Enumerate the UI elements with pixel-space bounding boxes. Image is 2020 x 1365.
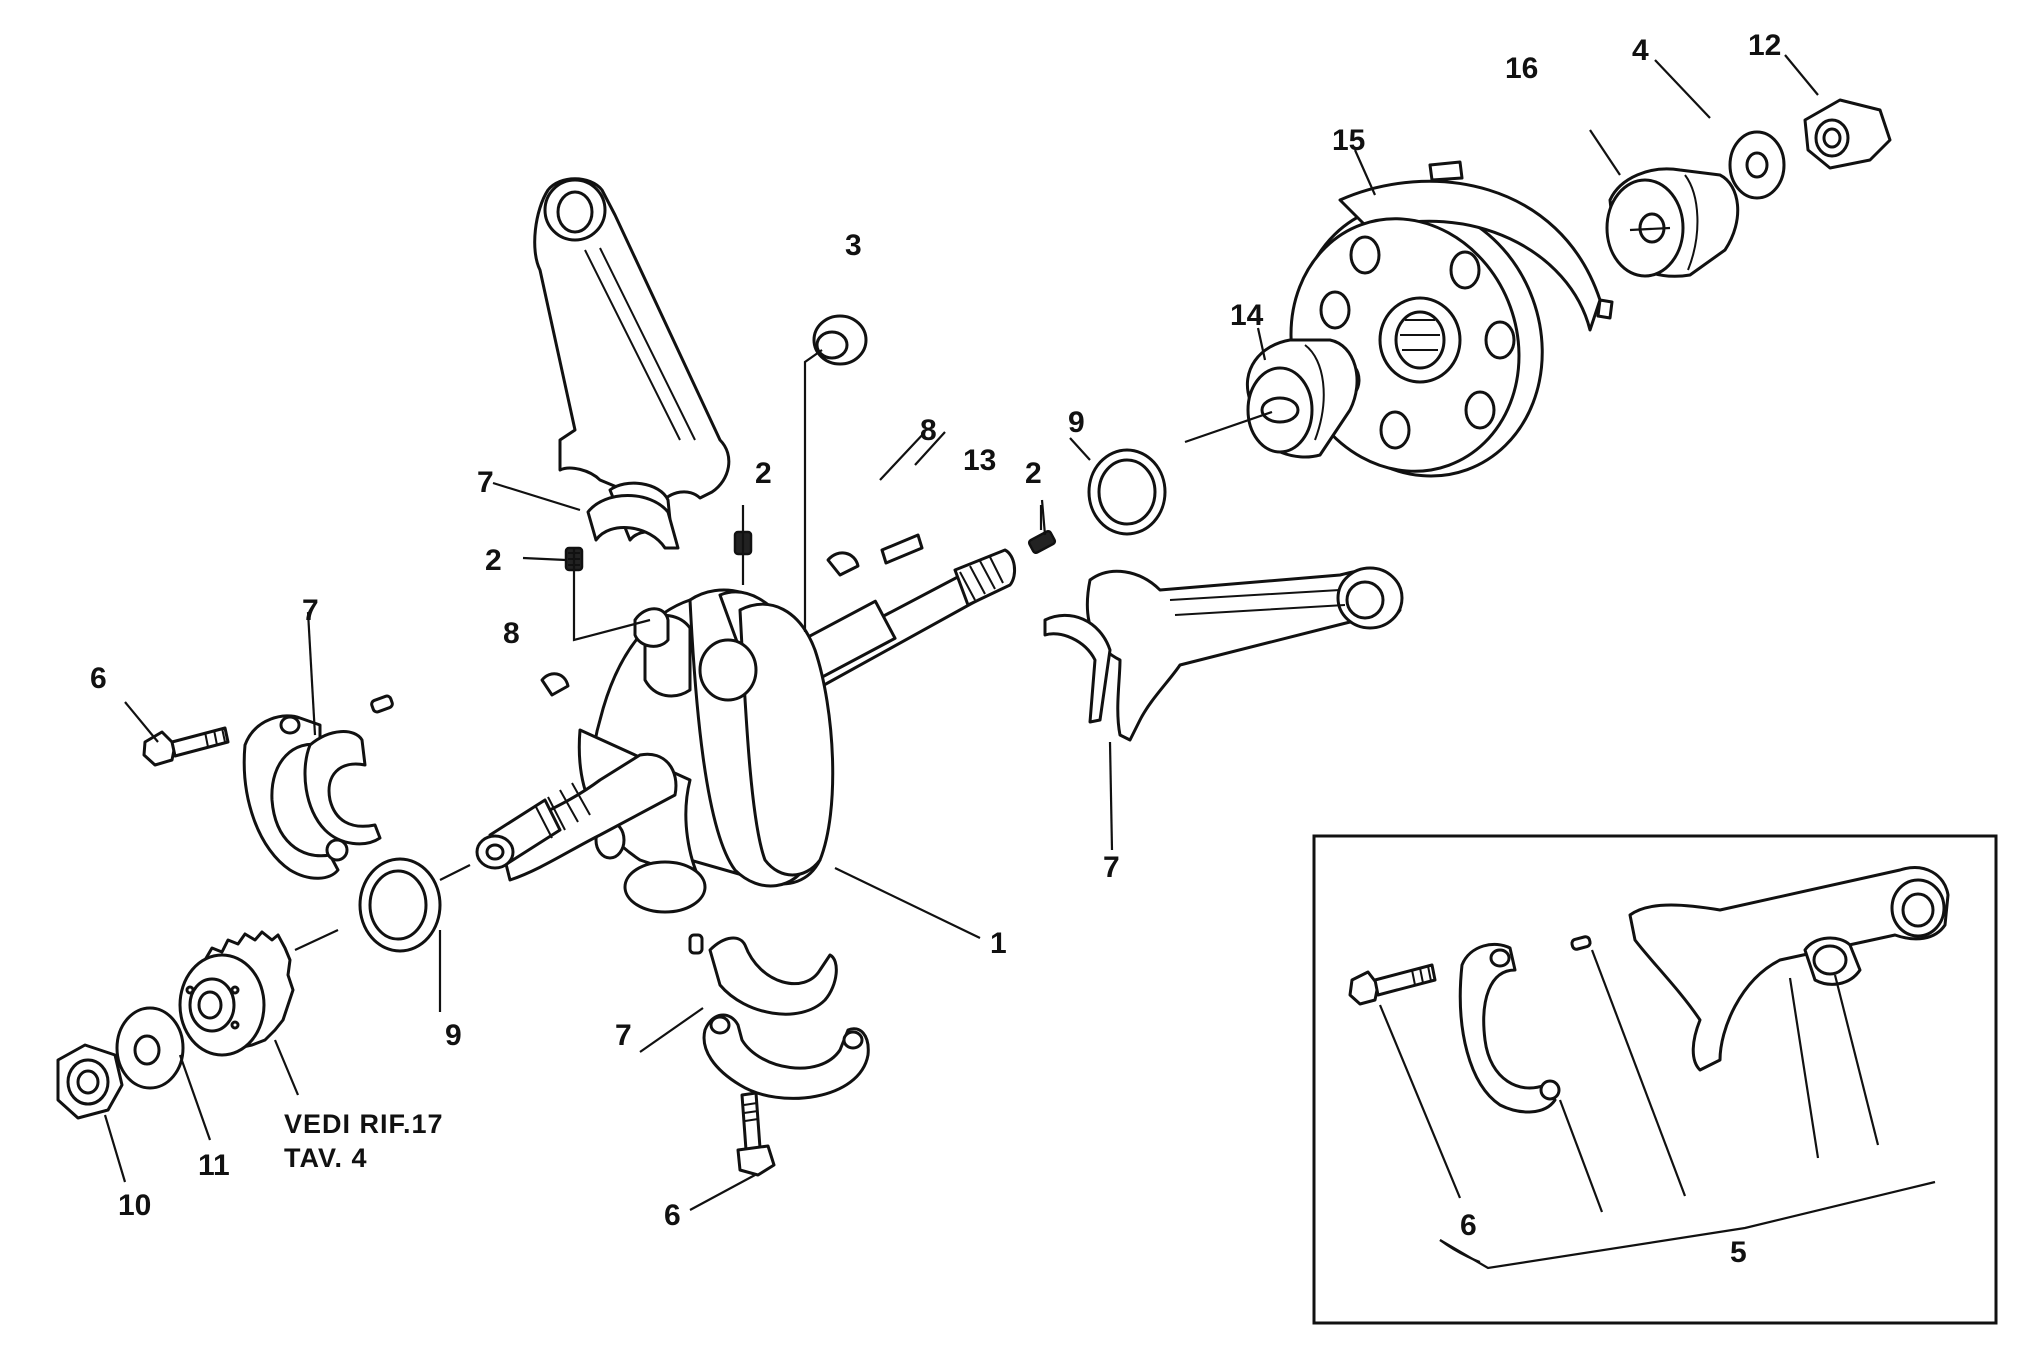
nut-12: [1803, 98, 1892, 170]
callout-7-bottom: 7: [615, 1019, 632, 1052]
callout-8-left: 8: [503, 617, 520, 650]
callout-10: 10: [118, 1189, 151, 1222]
callout-2-center: 2: [755, 457, 772, 490]
hub-14: [1245, 338, 1359, 459]
key-8b: [540, 672, 570, 697]
callout-14: 14: [1230, 299, 1264, 332]
callout-12: 12: [1748, 29, 1781, 62]
callout-7-left: 7: [302, 594, 319, 627]
detail-inset: [1312, 834, 1998, 1325]
callout-2-left: 2: [485, 544, 502, 577]
callout-5: 5: [1730, 1236, 1747, 1269]
callout-2-right: 2: [1025, 457, 1042, 490]
leader-lines: [103, 54, 1819, 1211]
note-line-2: TAV. 4: [284, 1143, 368, 1173]
crankshaft: [475, 548, 1017, 914]
plug-screw-2c: [1027, 529, 1057, 555]
bearing-shell-upper: [586, 494, 680, 550]
bearing-shell-left: [303, 730, 382, 846]
reference-note: VEDI RIF.17 TAV. 4: [284, 1109, 444, 1173]
plug-3: [812, 314, 868, 366]
callout-7-top: 7: [477, 466, 494, 499]
callout-numbers: 1 2 2 2 3 4 5 6 6 6 7 7 7 7 8 8 9 9 10 1…: [90, 29, 1781, 1269]
callout-3: 3: [845, 229, 862, 262]
callout-6-left: 6: [90, 662, 107, 695]
thrust-washer-left: [358, 857, 442, 953]
callout-9-left: 9: [445, 1019, 462, 1052]
bearing-shell-right: [1043, 614, 1112, 724]
connecting-rod-right: [1085, 566, 1404, 742]
bearing-cap-bottom: [702, 1013, 870, 1100]
bearing-shell-bottom: [708, 936, 838, 1016]
callout-1: 1: [990, 927, 1007, 960]
key-13: [880, 533, 924, 565]
callout-13: 13: [963, 444, 996, 477]
callout-6-inset: 6: [1460, 1209, 1477, 1242]
key-8a: [826, 551, 860, 577]
callout-7-right: 7: [1103, 851, 1120, 884]
callout-9-right: 9: [1068, 406, 1085, 439]
washer-4: [1728, 130, 1786, 200]
callout-6-bottom: 6: [664, 1199, 681, 1232]
nut-10: [56, 1043, 124, 1120]
timing-gear: [178, 930, 295, 1057]
callout-11: 11: [198, 1149, 230, 1182]
note-line-1: VEDI RIF.17: [284, 1109, 444, 1139]
bolt-6-bottom: [736, 1091, 776, 1177]
pin-bottom: [688, 933, 704, 955]
callout-15: 15: [1332, 124, 1365, 157]
callout-4: 4: [1632, 34, 1649, 67]
connecting-rod-upper: [533, 177, 731, 542]
thrust-washer-right: [1087, 448, 1167, 536]
callout-16: 16: [1505, 52, 1538, 85]
bolt-6-left: [142, 726, 230, 767]
pin-left: [370, 694, 394, 714]
washer-11: [115, 1006, 185, 1090]
pulley-16: [1605, 167, 1740, 278]
callout-8-center: 8: [920, 414, 937, 447]
